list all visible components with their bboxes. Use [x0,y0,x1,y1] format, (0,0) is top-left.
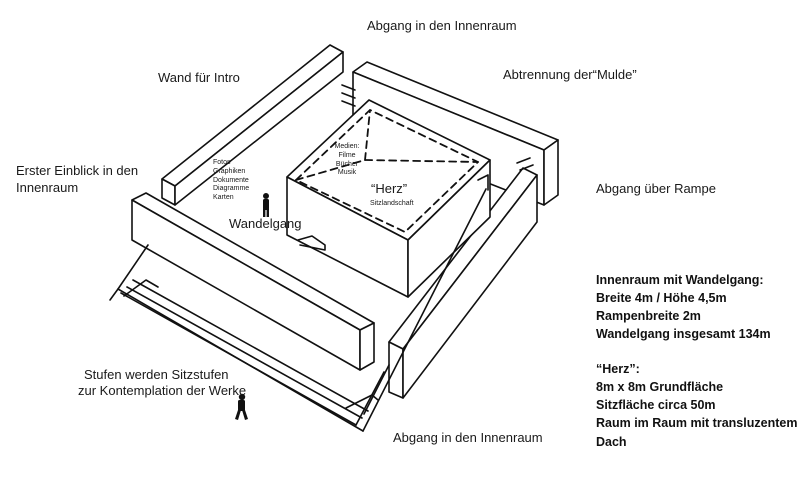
spec-line: Sitzfläche circa 50m [596,398,716,413]
spec-line: Innenraum mit Wandelgang: [596,273,764,287]
label-wandelgang: Wandelgang [229,216,302,231]
label-stufen-2: zur Kontemplation der Werke [78,383,247,398]
medien-list: Medien: Filme Bücher Musik [327,143,367,178]
wall-list-item: Fotos [213,159,231,166]
spec-herz: “Herz”: 8m x 8m Grundfläche Sitzfläche c… [596,360,797,451]
label-erster-einblick-1: Erster Einblick in den [16,163,139,178]
label-herz: “Herz” [371,181,408,196]
label-abgang-bottom: Abgang in den Innenraum [393,430,543,445]
label-abgang-rampe: Abgang über Rampe [596,181,716,196]
medien-list-item: Filme [338,151,356,159]
herz-cube [286,99,491,298]
ground-and-steps [109,188,487,432]
spec-innenraum: Innenraum mit Wandelgang: Breite 4m / Hö… [596,271,771,344]
medien-list-item: Musik [337,169,357,177]
person-figure-2 [235,393,248,420]
label-abgang-top: Abgang in den Innenraum [367,18,517,33]
wall-list-item: Diagramme [213,185,250,193]
spec-line: Rampenbreite 2m [596,309,701,324]
label-stufen-1: Stufen werden Sitzstufen [84,367,229,382]
wall-list: Fotos Graphiken Dokumente Diagramme Kart… [213,159,249,203]
wall-list-item: Graphiken [213,167,246,175]
medien-list-item: Medien: [334,143,360,150]
label-abtrennung: Abtrennung der“Mulde” [503,67,637,82]
spec-line: Wandelgang insgesamt 134m [596,327,771,342]
person-figure-1 [263,193,269,217]
spec-line: Raum im Raum mit transluzentem [596,416,798,431]
label-sitzlandschaft: Sitzlandschaft [370,200,414,207]
front-wall [131,192,375,371]
label-wand-intro: Wand für Intro [158,70,240,85]
spec-line: 8m x 8m Grundfläche [596,380,724,395]
spec-line: “Herz”: [596,362,640,376]
wall-list-item: Dokumente [213,176,249,184]
spec-line: Dach [596,434,627,449]
intro-wall [161,44,344,206]
back-wall [341,61,559,206]
wall-list-item: Karten [213,194,234,201]
label-erster-einblick-2: Innenraum [16,180,79,195]
medien-list-item: Bücher [335,160,359,168]
spec-line: Breite 4m / Höhe 4,5m [596,291,727,306]
